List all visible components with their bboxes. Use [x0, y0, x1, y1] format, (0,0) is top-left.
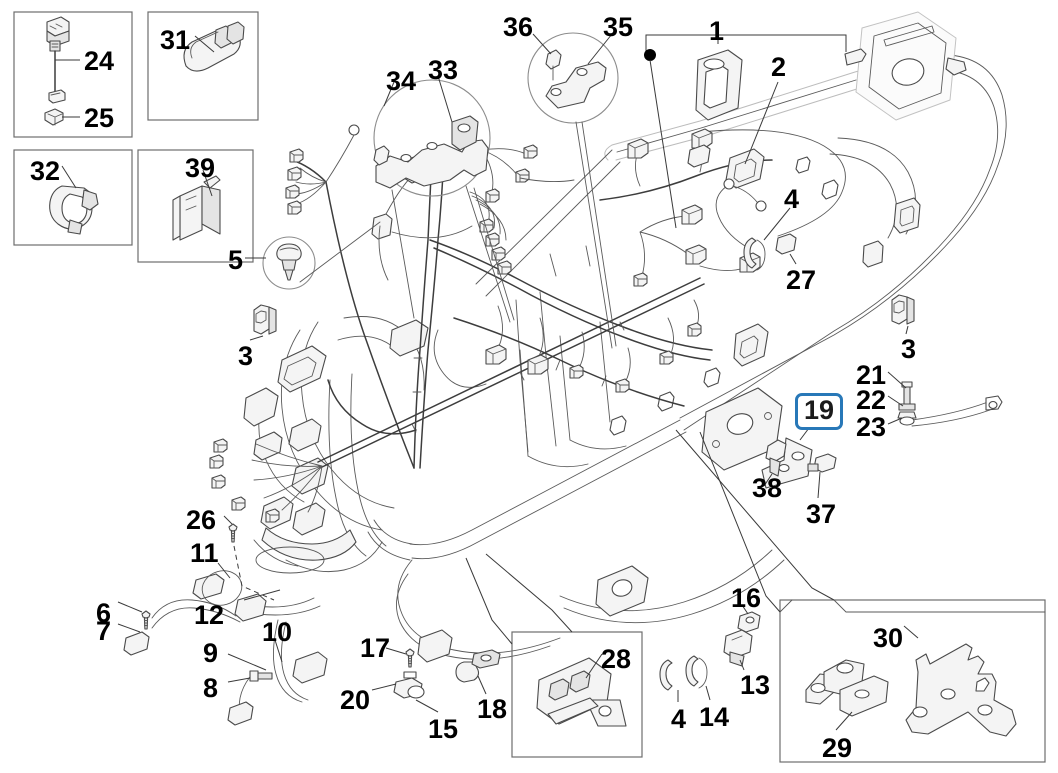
- callout-18[interactable]: 18: [477, 694, 508, 724]
- callout-31[interactable]: 31: [160, 25, 191, 55]
- callout-37[interactable]: 37: [806, 499, 837, 529]
- inset-32: [13, 149, 133, 246]
- callout-30[interactable]: 30: [873, 623, 904, 653]
- callout-11[interactable]: 11: [190, 538, 219, 568]
- callout-15[interactable]: 15: [428, 714, 459, 744]
- magnifier-35-36: [527, 32, 619, 349]
- part-2-box: [695, 49, 743, 121]
- magnifier-33-34: [373, 75, 515, 323]
- inset-28: [511, 631, 643, 758]
- callout-2[interactable]: 2: [771, 52, 787, 82]
- part-37: [807, 453, 837, 499]
- wiring-harness: [123, 124, 1003, 726]
- part-38: [763, 439, 787, 487]
- callout-25[interactable]: 25: [84, 103, 115, 133]
- callout-28[interactable]: 28: [601, 644, 632, 674]
- callout-14[interactable]: 14: [699, 702, 730, 732]
- callout-16[interactable]: 16: [731, 583, 762, 613]
- part-26: [223, 515, 275, 601]
- callout-4-top[interactable]: 4: [784, 184, 800, 214]
- parts-21-22-23: [887, 371, 917, 426]
- callout-20[interactable]: 20: [340, 685, 371, 715]
- parts-8-9: [227, 653, 273, 683]
- parts-4-14-13-16: [659, 604, 761, 702]
- callout-34[interactable]: 34: [386, 66, 417, 96]
- part-18: [455, 649, 501, 695]
- parts-17-20-15: [371, 647, 439, 713]
- inset-31: [147, 11, 259, 121]
- callout-24[interactable]: 24: [84, 46, 115, 76]
- callout-33[interactable]: 33: [428, 55, 459, 85]
- callout-19-selected[interactable]: 19: [795, 393, 844, 430]
- callout-12[interactable]: 12: [194, 600, 225, 630]
- callout-10[interactable]: 10: [262, 617, 293, 647]
- callout-32[interactable]: 32: [30, 156, 61, 186]
- callout-1[interactable]: 1: [709, 16, 725, 46]
- callout-6[interactable]: 6: [96, 598, 112, 628]
- callout-5[interactable]: 5: [228, 245, 244, 275]
- callout-4-bottom[interactable]: 4: [671, 704, 687, 734]
- callout-9[interactable]: 9: [203, 638, 219, 668]
- callout-39[interactable]: 39: [185, 153, 216, 183]
- callout-22[interactable]: 22: [856, 385, 887, 415]
- callout-17[interactable]: 17: [360, 633, 391, 663]
- callout-3-left[interactable]: 3: [238, 341, 254, 371]
- callout-7[interactable]: 7: [96, 616, 112, 646]
- bracket-1: [644, 34, 847, 229]
- callout-3-right[interactable]: 3: [901, 334, 917, 364]
- frame-assembly: [243, 11, 1007, 663]
- callout-36[interactable]: 36: [503, 12, 534, 42]
- callout-26[interactable]: 26: [186, 505, 217, 535]
- callout-35[interactable]: 35: [603, 12, 634, 42]
- callout-23[interactable]: 23: [856, 412, 887, 442]
- part-4-top: [743, 207, 791, 271]
- callout-8[interactable]: 8: [203, 673, 219, 703]
- callout-13[interactable]: 13: [740, 670, 771, 700]
- inset-24-25: [13, 11, 133, 138]
- part-3-right: [891, 294, 915, 335]
- part-3-left: [249, 304, 277, 341]
- callout-27[interactable]: 27: [786, 265, 817, 295]
- parts-6-7: [117, 601, 151, 633]
- magnifier-5: [245, 221, 381, 290]
- inset-29-30: [779, 599, 1046, 763]
- callout-38[interactable]: 38: [752, 473, 783, 503]
- inset-39: [137, 149, 254, 263]
- callout-29[interactable]: 29: [822, 733, 853, 763]
- callout-21[interactable]: 21: [856, 360, 887, 390]
- part-27: [775, 233, 797, 265]
